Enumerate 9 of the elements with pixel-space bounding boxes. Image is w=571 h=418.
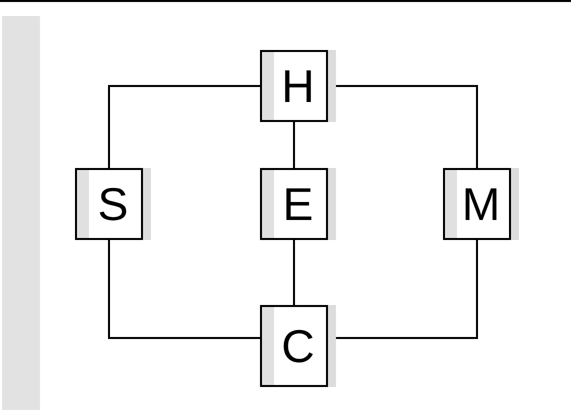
connector-line — [293, 122, 295, 168]
connector-line — [108, 85, 260, 168]
box-letter: C — [280, 323, 315, 369]
connector-line — [293, 240, 295, 305]
box-letter: M — [460, 181, 500, 227]
connector-line — [108, 240, 260, 339]
box-letter: S — [96, 181, 128, 227]
box-letter: H — [280, 63, 315, 109]
box-letter: E — [282, 181, 314, 227]
